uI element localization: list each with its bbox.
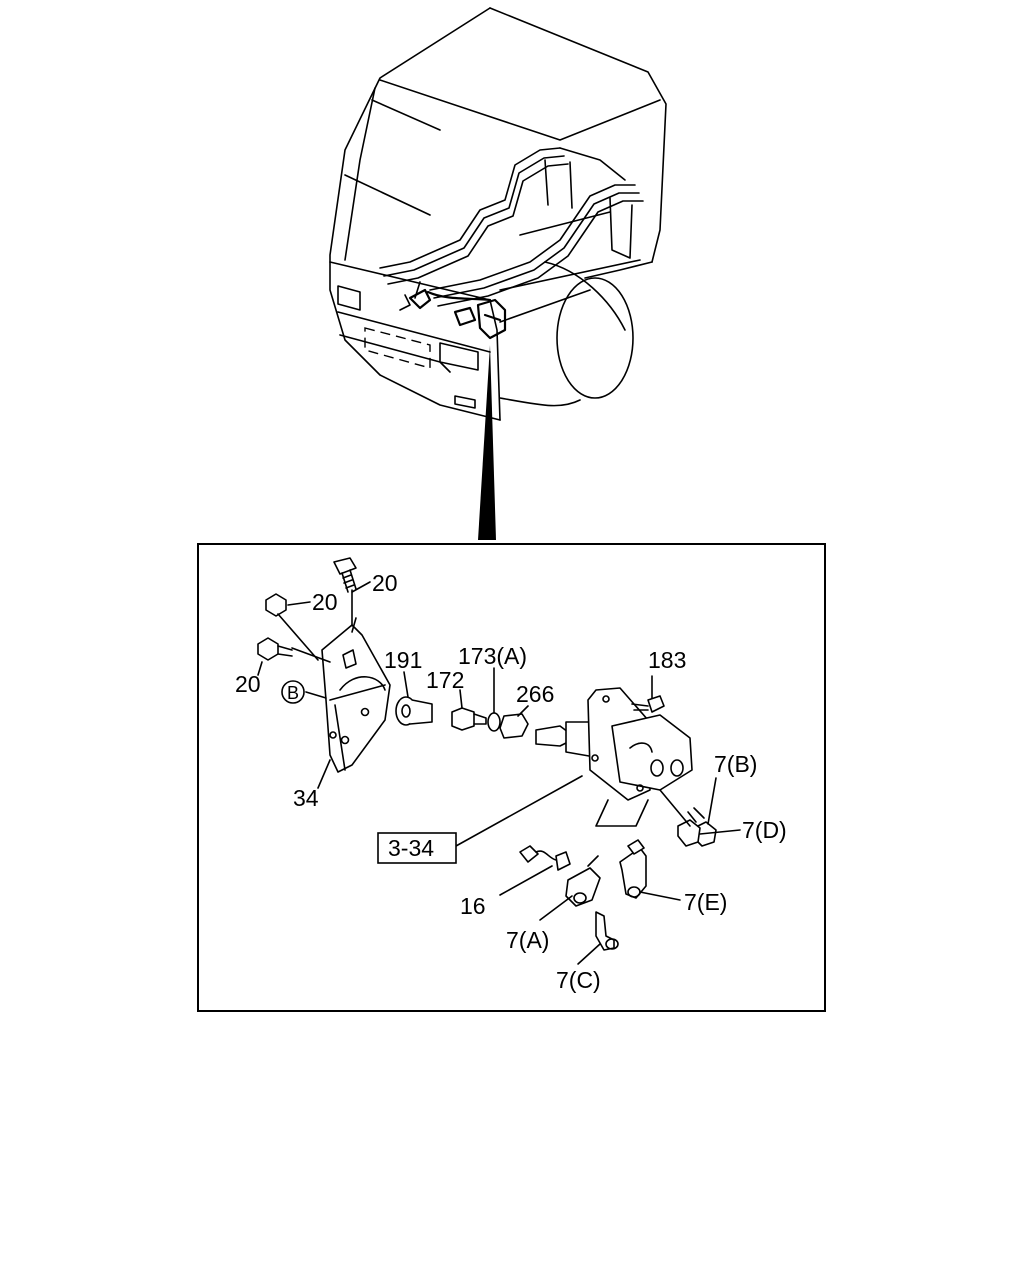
label-191: 191 [384,647,422,673]
bracket-34 [321,617,391,773]
fitting-7d [677,819,701,847]
label-172: 172 [426,667,464,693]
ref-3-34-label: 3-34 [388,835,434,861]
label-7b: 7(B) [714,751,757,777]
label-266: 266 [516,681,554,707]
bolt-20-top [333,557,357,626]
label-183: 183 [648,647,686,673]
label-7d: 7(D) [742,817,787,843]
fitting-183 [631,695,665,713]
ref-b-marker: B [281,680,305,704]
fitting-191 [395,696,433,726]
ref-b-label: B [287,683,299,703]
ref-3-34-box: 3-34 [377,832,457,864]
fitting-7a [565,855,601,907]
label-7a: 7(A) [506,927,549,953]
fitting-7c [595,911,619,951]
fitting-172 [451,707,487,731]
bolt-20-mid [265,593,319,661]
label-20-left: 20 [235,671,261,697]
label-20-mid: 20 [312,589,338,615]
label-7c: 7(C) [556,967,601,993]
valve-location-callout [399,288,507,340]
truck-cab-illustration [329,7,667,540]
label-20-top: 20 [372,570,398,596]
label-7e: 7(E) [684,889,727,915]
callout-pointer [478,345,496,540]
detail-frame [197,543,826,1012]
leader-lines [257,581,741,965]
label-34: 34 [293,785,319,811]
nut-266 [499,713,529,739]
fitting-7e [619,839,647,899]
frame-rails [379,147,644,307]
fitting-16 [519,845,571,871]
label-16: 16 [460,893,486,919]
guide-lines [595,799,649,827]
label-173a: 173(A) [458,643,527,669]
valve-body [535,687,693,801]
washer-173a [487,712,501,732]
bolt-20-left [257,637,331,663]
